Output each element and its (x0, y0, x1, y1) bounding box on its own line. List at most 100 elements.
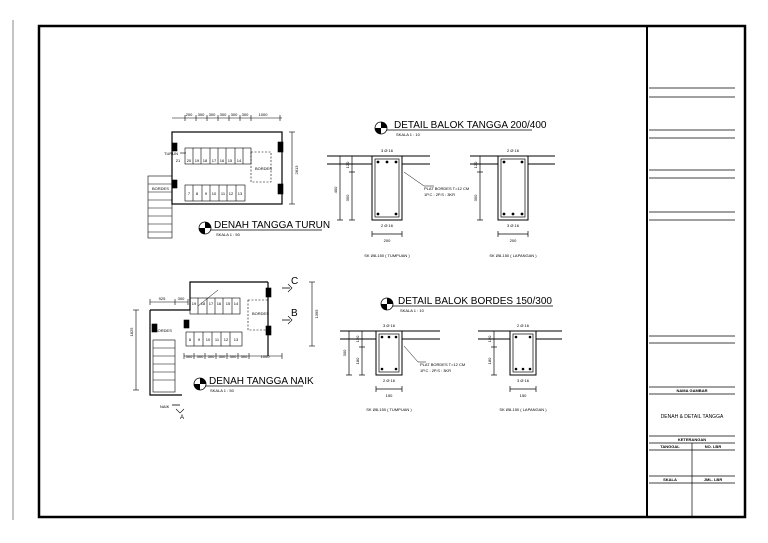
bordes-tumpuan-height: 300 (342, 349, 347, 356)
step-naik-19: 19 (192, 301, 197, 306)
plan-turun-labels: 200 300 300 300 300 300 1000 TURUN BORDE… (152, 112, 299, 196)
nama-gambar-label: NAMA GAMBAR (677, 388, 708, 393)
title-tangga-naik: DENAH TANGGA NAIK (209, 376, 314, 387)
balok-tangga-tumpuan-rebar (376, 160, 398, 216)
skala-label: SKALA (663, 477, 677, 482)
dim-turun-6: 300 (242, 112, 249, 117)
step-turun-15: 15 (228, 158, 233, 163)
dim-naik-bottom-3: 300 (208, 354, 215, 359)
bordes-lapangan-side-dim-2: 180 (487, 357, 492, 364)
scale-tangga-turun: SKALA 1 : 50 (216, 232, 241, 237)
label-bordes-turun-left: BORDES (152, 186, 169, 191)
balok-tangga-lapangan-rebar (502, 160, 524, 216)
step-turun-10: 10 (212, 191, 217, 196)
step-naik-11: 11 (215, 337, 220, 342)
step-naik-9: 9 (198, 337, 201, 342)
balok-bordes-lapangan-rebar (514, 335, 532, 371)
tumpuan-side-dim-2: 350 (345, 194, 350, 201)
no-lbr-label: NO. LBR (705, 444, 722, 449)
step-turun-7: 7 (188, 191, 191, 196)
bordes-tumpuan-bottom-bars: 2 Ø 16 (383, 378, 396, 383)
step-naik-8: 8 (189, 337, 192, 342)
dim-turun-7: 1000 (259, 112, 269, 117)
sheet-border (37, 24, 747, 519)
dim-naik-top-2: 300 (178, 296, 185, 301)
dim-naik-bottom-5: 300 (230, 354, 237, 359)
note-balok-bordes-2: 1P.C : 2P.S : 3KR (420, 368, 451, 373)
bordes-tumpuan-caption: SK Ø8-150 ( TUMPUAN ) (366, 407, 412, 412)
step-turun-11: 11 (221, 191, 226, 196)
step-turun-14: 14 (237, 158, 242, 163)
section-mark-b: B (291, 308, 298, 319)
bordes-lapangan-caption: SK Ø8-150 ( LAPANGAN ) (499, 407, 547, 412)
step-turun-16: 16 (220, 158, 225, 163)
tumpuan-width: 200 (384, 238, 391, 243)
balok-bordes-tumpuan-rebar (380, 335, 398, 371)
step-naik-12: 12 (224, 337, 229, 342)
label-naik: NAIK (160, 404, 170, 409)
dim-naik-bottom-6: 300 (241, 354, 248, 359)
step-naik-15: 15 (226, 301, 231, 306)
lapangan-caption: SK Ø8-150 ( LAPANGAN ) (489, 253, 537, 258)
step-naik-17: 17 (209, 301, 214, 306)
step-turun-13: 13 (238, 191, 243, 196)
title-tangga-turun-symbol (198, 221, 322, 235)
balok-bordes-tumpuan-section (340, 330, 440, 392)
lapangan-side-dim-2: 350 (473, 194, 478, 201)
bordes-tumpuan-side-dim-2: 180 (355, 357, 360, 364)
bordes-lapangan-top-bars: 2 Ø 16 (517, 323, 530, 328)
step-turun-17: 17 (212, 158, 217, 163)
dim-naik-bottom-7: 1000 (261, 354, 271, 359)
balok-tangga-lapangan-section (470, 155, 555, 237)
label-bordes-naik-right: BORDES (252, 311, 269, 316)
keterangan-label: KETERANGAN (678, 437, 706, 442)
step-naik-18: 18 (201, 301, 206, 306)
lapangan-side-dim-1: 120 (473, 161, 478, 168)
tanggal-label: TANGGAL (660, 444, 680, 449)
tumpuan-caption: SK Ø8-150 ( TUMPUAN ) (364, 253, 410, 258)
bordes-lapangan-bottom-bars: 3 Ø 16 (517, 378, 530, 383)
scale-balok-bordes: SKALA 1 : 10 (400, 308, 425, 313)
dim-turun-2: 300 (198, 112, 205, 117)
scale-balok-tangga: SKALA 1 : 10 (396, 132, 421, 137)
step-turun-18: 18 (203, 158, 208, 163)
label-bordes-naik-left: BORDES (155, 328, 172, 333)
title-balok-bordes-symbol (380, 297, 553, 311)
note-balok-bordes-1: PLAT BORDES T=12 CM (420, 362, 465, 367)
dim-turun-4: 300 (220, 112, 227, 117)
title-tangga-naik-symbol (193, 377, 303, 391)
dim-turun-3: 300 (209, 112, 216, 117)
bordes-lapangan-width: 150 (520, 393, 527, 398)
jml-lbr-label: JML. LBR (704, 477, 723, 482)
step-turun-8: 8 (196, 191, 199, 196)
dim-naik-top-1: 925 (159, 296, 166, 301)
label-turun: TURUN (164, 151, 178, 156)
scale-tangga-naik: SKALA 1 : 50 (210, 388, 235, 393)
tumpuan-bottom-bars: 2 Ø 16 (381, 223, 394, 228)
bordes-tumpuan-top-bars: 3 Ø 16 (383, 323, 396, 328)
dim-turun-1: 200 (186, 112, 193, 117)
step-naik-14: 14 (234, 301, 239, 306)
step-turun-20: 20 (187, 158, 192, 163)
tumpuan-top-bars: 3 Ø 16 (381, 148, 394, 153)
step-naik-13: 13 (234, 337, 239, 342)
title-tangga-turun: DENAH TANGGA TURUN (214, 220, 330, 231)
dim-naik-left: 1825 (129, 327, 134, 337)
plan-tangga-turun (147, 115, 295, 239)
balok-tangga-tumpuan-section (327, 155, 434, 237)
step-turun-12: 12 (229, 191, 234, 196)
dim-naik-bottom-4: 300 (219, 354, 226, 359)
dim-naik-bottom-1: 300 (186, 354, 193, 359)
plan-tangga-naik (133, 281, 315, 414)
balok-bordes-lapangan-section (478, 330, 562, 392)
step-turun-21: 21 (176, 158, 181, 163)
title-block (649, 87, 735, 517)
label-bordes-turun-right: BORDES (255, 166, 272, 171)
step-naik-16: 16 (217, 301, 222, 306)
dim-turun-5: 300 (231, 112, 238, 117)
title-balok-tangga-symbol (374, 121, 532, 135)
nama-gambar-value: DENAH & DETAIL TANGGA (661, 414, 724, 420)
dim-turun-right: 2813 (294, 165, 299, 175)
lapangan-top-bars: 2 Ø 16 (507, 148, 520, 153)
